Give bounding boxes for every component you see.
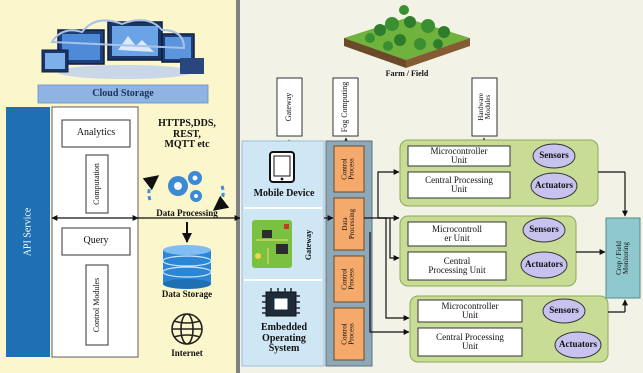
analytics-label: Analytics <box>76 127 116 139</box>
circuit-board-icon <box>252 220 292 268</box>
control-process-label-3: Control Process <box>340 323 356 345</box>
hardware-modules-label: Hardware Modules <box>476 93 492 121</box>
data-processing-label: Data Processing <box>156 208 218 219</box>
api-service-bar <box>6 107 50 357</box>
sensors-circle-2 <box>522 217 566 243</box>
chip-icon <box>262 288 300 317</box>
database-icon <box>162 245 212 289</box>
sensors-circle-3 <box>542 298 586 324</box>
control-process-label-2: Control Process <box>340 268 356 290</box>
gateway-top-box <box>276 77 303 137</box>
cpu-label-3: Central Processing Unit <box>436 331 504 351</box>
data-processing-process-label: Data Processing <box>341 208 356 240</box>
sensors-label-2: Sensors <box>529 224 559 235</box>
control-process-box-2 <box>333 255 365 303</box>
embedded-os-label: Embedded Operating System <box>260 322 308 355</box>
control-modules-box <box>85 264 109 346</box>
control-process-box-1 <box>333 145 365 193</box>
mcu-box-1 <box>407 145 511 167</box>
cloud-storage-bar <box>37 84 209 104</box>
sensors-label-3: Sensors <box>549 305 579 316</box>
crop-monitoring-label: Crop / Field Monitoring <box>615 241 630 275</box>
actuators-label-2: Actuators <box>525 259 563 270</box>
cloud-storage-label: Cloud Storage <box>92 87 154 99</box>
gateway-panel-label: Gateway <box>304 229 313 261</box>
mcu-label-3: Microcontroller Unit <box>441 300 499 320</box>
analytics-box <box>61 119 131 148</box>
sensors-label-1: Sensors <box>539 150 569 161</box>
actuators-label-1: Actuators <box>535 180 573 191</box>
connection-arrows <box>324 169 628 335</box>
mcu-label-1: Microcontroller Unit <box>430 145 488 165</box>
hardware-modules-box <box>471 77 498 137</box>
cpu-box-1 <box>407 171 511 199</box>
sensors-circle-1 <box>532 143 576 169</box>
control-process-label-1: Control Process <box>340 158 356 180</box>
globe-icon <box>171 313 203 345</box>
query-box <box>61 227 131 256</box>
fog-computing-label: Fog Computing <box>340 81 350 133</box>
actuators-circle-2 <box>520 251 568 279</box>
control-process-box-3 <box>333 307 365 361</box>
control-modules-label: Control Modules <box>92 277 102 333</box>
actuators-circle-3 <box>554 331 602 359</box>
cpu-box-2 <box>407 251 507 281</box>
data-storage-label: Data Storage <box>161 289 213 300</box>
mcu-label-2: Microcontroll er Unit <box>432 223 482 243</box>
cpu-label-1: Central Processing Unit <box>425 174 493 194</box>
mobile-device-label: Mobile Device <box>253 187 315 199</box>
panel-divider <box>236 0 240 373</box>
api-service-label: API Service <box>22 207 34 257</box>
computation-box <box>85 154 109 214</box>
data-processing-box <box>333 197 365 251</box>
tablet-icon <box>269 151 295 183</box>
crop-monitoring-box <box>605 217 641 299</box>
mcu-box-2 <box>407 221 507 247</box>
gears-icon <box>142 171 230 212</box>
gateway-top-label: Gateway <box>284 92 294 122</box>
cpu-label-2: Central Processing Unit <box>428 255 486 275</box>
fog-computing-box <box>332 77 359 137</box>
farm-field-image <box>344 5 470 68</box>
cloud-devices-image <box>41 19 204 79</box>
protocols-label: HTTPS,DDS, REST, MQTT etc <box>158 118 216 151</box>
actuators-circle-1 <box>530 172 578 200</box>
mcu-box-3 <box>417 299 523 323</box>
cpu-box-3 <box>417 327 523 357</box>
query-label: Query <box>83 235 109 247</box>
actuators-label-3: Actuators <box>559 339 597 350</box>
computation-label: Computation <box>92 163 101 205</box>
farm-field-label: Farm / Field <box>385 68 429 78</box>
internet-label: Internet <box>171 348 203 359</box>
